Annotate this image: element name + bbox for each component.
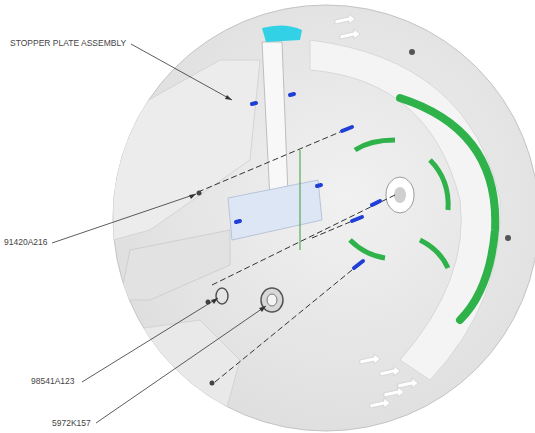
green-arc xyxy=(430,160,448,210)
ring xyxy=(216,288,228,304)
leader-line xyxy=(52,44,266,423)
bolt-head xyxy=(505,235,511,241)
green-arc xyxy=(355,140,395,150)
bracket-arm xyxy=(262,42,288,200)
screw xyxy=(197,191,202,196)
pin xyxy=(236,94,380,268)
green-arc xyxy=(350,240,385,258)
bolt-head xyxy=(124,75,130,81)
hub-bore xyxy=(394,187,406,203)
ring-plate xyxy=(310,40,500,380)
panel xyxy=(120,230,230,300)
hub xyxy=(386,177,414,213)
leader-arrowhead xyxy=(189,95,266,312)
part-number: 91420A216 xyxy=(4,238,48,247)
assembly-name: STOPPER PLATE ASSEMBLY xyxy=(10,39,126,48)
washer-hole xyxy=(267,294,277,306)
assembly-axis xyxy=(198,132,395,382)
part-number: 5972K157 xyxy=(52,419,91,428)
part-number: 98541A123 xyxy=(31,377,75,386)
green-arc xyxy=(400,98,495,320)
panel xyxy=(130,320,240,433)
green-arc xyxy=(420,240,448,268)
cyan-part xyxy=(262,25,302,42)
stopper-plate xyxy=(228,180,322,240)
edge-line xyxy=(300,150,301,250)
screw xyxy=(210,381,215,386)
bolt-head xyxy=(409,49,415,55)
arrow-marks xyxy=(335,14,418,408)
